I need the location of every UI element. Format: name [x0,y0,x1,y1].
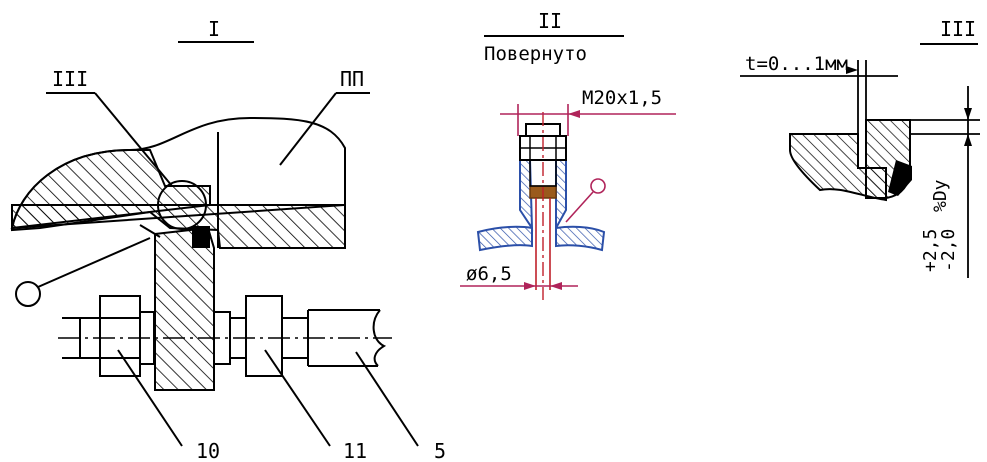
dim-offset-unit: %Dy [930,179,951,212]
weld-symbol-circle-ii [590,178,606,194]
view-ii: II Повернуто M20x1,5 ø6,5 [460,9,676,300]
dim-gap-arrow [846,66,858,74]
dim-thread-label: M20x1,5 [582,87,662,109]
weld-symbol-circle [15,281,41,307]
dim-gap-label: t=0...1мм [745,53,848,75]
seal-black [192,226,210,248]
dim-bore-label: ø6,5 [466,263,512,285]
detail-circle-iii [157,180,207,230]
view-ii-title: II [538,9,562,33]
dim-thread-arrow [568,110,580,118]
dim-offset-upper: +2,5 [920,229,941,272]
leader-11 [264,349,331,447]
bolt-assembly [58,295,392,377]
view-iii: III t=0...1мм +2,5 -2,0 %Dy [740,17,980,278]
view-i: I III ПП [10,17,446,462]
callout-item-11: 11 [343,439,367,462]
weld-leader-ii [565,191,594,223]
callout-item-10: 10 [196,439,220,462]
callout-item-5: 5 [434,439,446,462]
leader-5 [355,351,419,447]
base-pipe-blue-hatch-right [555,225,606,252]
nut-10 [99,295,141,377]
detail-left-piece [789,133,887,202]
dim-offset-arrow-bottom [964,134,972,146]
fitting-inner [529,159,557,187]
view-iii-title: III [940,17,976,41]
view-i-title: I [208,17,220,41]
lower-flange-hatched [154,226,215,391]
dim-bore-arrow-right [550,282,562,290]
detail-weld-black [888,160,912,196]
dim-offset-arrow-top [964,108,972,120]
view-ii-subtitle: Повернуто [484,43,587,65]
callout-pp-leader [279,92,337,166]
leader-10 [117,349,183,447]
fitting-body-right [555,159,567,232]
dim-bore-arrow-left [524,282,536,290]
dim-offset-text: +2,5 -2,0 %Dy [920,179,959,272]
callout-detail-iii: III [52,67,88,91]
weld-leader [37,237,151,288]
callout-pp: ПП [340,67,364,91]
base-pipe-blue-hatch [476,225,533,252]
callout-iii-leader [94,92,173,187]
dim-offset-lower: -2,0 [938,229,959,272]
weld-leader-tick [139,224,161,238]
nut-11 [245,295,283,377]
